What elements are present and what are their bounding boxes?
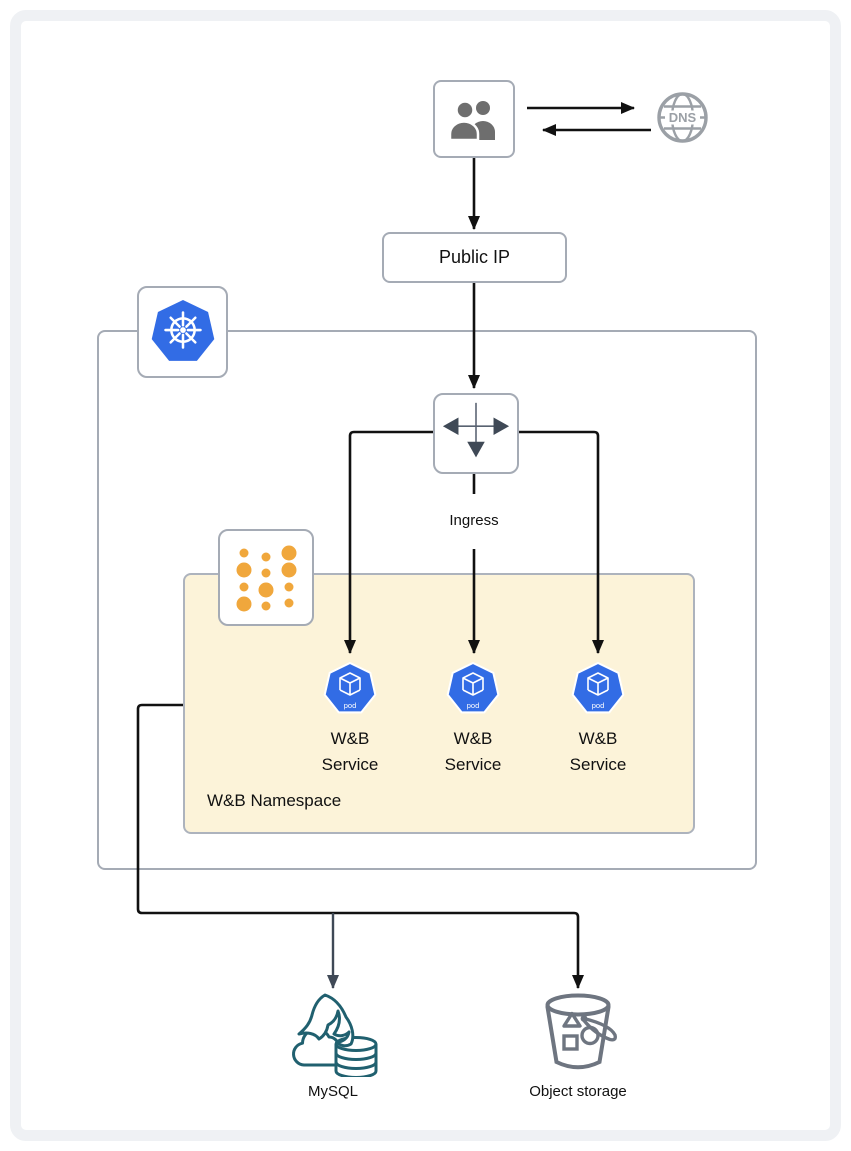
pod-badge: pod (467, 701, 480, 710)
pod-icon-2: pod (445, 660, 501, 716)
mysql-icon (292, 993, 378, 1079)
kubernetes-cluster-box (97, 330, 757, 870)
object-storage-label: Object storage (529, 1083, 627, 1100)
service-label-3: W&B Service (569, 729, 627, 774)
kubernetes-logo (151, 299, 214, 361)
bucket-icon (545, 993, 617, 1070)
pod-badge: pod (344, 701, 357, 710)
users-icon (449, 100, 495, 140)
public-ip-box: Public IP (382, 232, 567, 283)
pod-icon-1: pod (322, 660, 378, 716)
ingress-box (433, 393, 519, 474)
kubernetes-logo-box (137, 286, 228, 378)
dns-label: DNS (669, 110, 697, 125)
mysql-node (288, 992, 378, 1082)
namespace-dots-icon (236, 545, 297, 612)
object-storage-node (538, 992, 626, 1081)
users-node (433, 80, 515, 158)
pod-badge: pod (592, 701, 605, 710)
service-label-2: W&B Service (444, 729, 502, 774)
dns-node: DNS (656, 91, 709, 149)
namespace-label: W&B Namespace (207, 791, 342, 810)
ingress-icon (442, 402, 510, 458)
mysql-label: MySQL (307, 1083, 358, 1100)
ingress-label: Ingress (449, 512, 499, 529)
namespace-icon-box (218, 529, 314, 626)
dns-globe-icon: DNS (657, 92, 708, 143)
service-label-1: W&B Service (321, 729, 379, 774)
public-ip-label: Public IP (438, 247, 511, 267)
pod-icon-3: pod (570, 660, 626, 716)
arrow-ingress-to-pod3 (515, 430, 604, 654)
arrow-ingress-to-pod1 (344, 430, 433, 654)
arrow-namespace-to-objectstorage (136, 703, 584, 989)
